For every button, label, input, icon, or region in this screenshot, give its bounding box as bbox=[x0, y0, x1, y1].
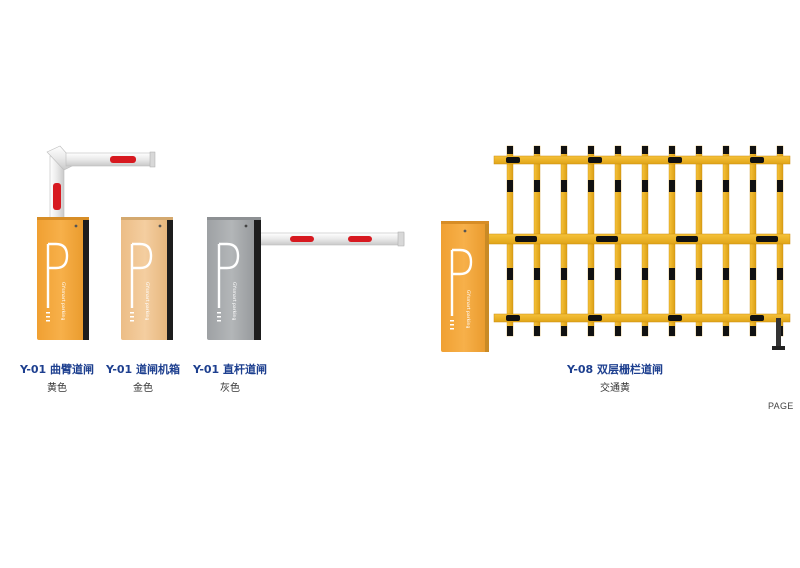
fence-stripe bbox=[615, 326, 621, 336]
fence-stripe bbox=[642, 268, 648, 280]
fence-stripe bbox=[723, 326, 729, 336]
parking-logo-icon bbox=[130, 242, 153, 322]
product-title: Y-01 直杆道闸 bbox=[192, 363, 268, 376]
product-caption: Y-01 道闸机箱 金色 bbox=[98, 361, 188, 394]
fence-stripe bbox=[750, 180, 756, 192]
fence-stripe bbox=[615, 180, 621, 192]
fence-stripe bbox=[561, 268, 567, 280]
fence-stripe bbox=[642, 146, 648, 154]
fence-stripe bbox=[588, 326, 594, 336]
fence-stripe bbox=[777, 146, 783, 154]
fence-stripe bbox=[696, 146, 702, 154]
fence-stripe bbox=[756, 236, 778, 242]
fence-stripe bbox=[750, 157, 764, 163]
fence-stripe bbox=[588, 268, 594, 280]
product-subtitle: 交通黄 bbox=[600, 383, 630, 394]
product-caption: Y-01 直杆道闸 灰色 bbox=[185, 361, 275, 394]
fence-stripe bbox=[534, 326, 540, 336]
product-title: Y-01 道闸机箱 bbox=[105, 363, 181, 376]
barrier-cabinet: GYsmart parking bbox=[121, 217, 173, 340]
fence-stripe bbox=[642, 326, 648, 336]
fence-stripe bbox=[723, 146, 729, 154]
brand-text: GYsmart parking bbox=[465, 290, 471, 328]
fence-stripe bbox=[750, 315, 764, 321]
fence-stripe bbox=[777, 268, 783, 280]
fence-stripe bbox=[561, 326, 567, 336]
fence-stripe bbox=[515, 236, 537, 242]
parking-logo-icon bbox=[217, 242, 240, 322]
fence-stripe bbox=[615, 146, 621, 154]
fence-stripe bbox=[696, 180, 702, 192]
fence-stripe bbox=[507, 146, 513, 154]
brand-text: GYsmart parking bbox=[144, 282, 150, 320]
product-subtitle: 灰色 bbox=[220, 383, 240, 394]
product-caption: Y-01 曲臂道闸 黄色 bbox=[12, 361, 102, 394]
product-caption: Y-08 双层栅栏道闸 交通黄 bbox=[555, 361, 675, 394]
product-title: Y-01 曲臂道闸 bbox=[19, 363, 95, 376]
fence-stripe bbox=[507, 268, 513, 280]
fence-stripe bbox=[507, 180, 513, 192]
straight-arm-barrier: GYsmart parking bbox=[207, 217, 405, 340]
product-subtitle: 黄色 bbox=[47, 383, 67, 394]
fence-stripe bbox=[642, 180, 648, 192]
fence-stripe bbox=[561, 180, 567, 192]
fence-stripe bbox=[534, 146, 540, 154]
fence-stripe bbox=[668, 315, 682, 321]
fence-stripes bbox=[506, 146, 783, 336]
parking-logo-icon bbox=[46, 242, 69, 322]
brand-text: GYsmart parking bbox=[231, 282, 237, 320]
parking-logo-icon bbox=[450, 248, 473, 330]
fence-stripe bbox=[676, 236, 698, 242]
product-title: Y-08 双层栅栏道闸 bbox=[566, 363, 664, 376]
brand-text: GYsmart parking bbox=[60, 282, 66, 320]
fence-stripe bbox=[777, 180, 783, 192]
fence-stripe bbox=[588, 315, 602, 321]
fence-stripe bbox=[615, 268, 621, 280]
fence-stripe bbox=[534, 180, 540, 192]
fence-stripe bbox=[669, 268, 675, 280]
fence-stripe bbox=[588, 157, 602, 163]
fence-stripe bbox=[506, 315, 520, 321]
fence-stripe bbox=[561, 146, 567, 154]
page-label: PAGE bbox=[768, 401, 794, 411]
product-subtitle: 金色 bbox=[133, 383, 153, 394]
fence-stripe bbox=[669, 146, 675, 154]
fence-stripe bbox=[668, 157, 682, 163]
fence-stripe bbox=[669, 326, 675, 336]
fence-stripe bbox=[750, 268, 756, 280]
fence-stripe bbox=[723, 268, 729, 280]
fence-stripe bbox=[588, 146, 594, 154]
fence-stripe bbox=[750, 146, 756, 154]
fence-stripe bbox=[696, 326, 702, 336]
fence-stripe bbox=[596, 236, 618, 242]
fence-stripe bbox=[534, 268, 540, 280]
fence-stripe bbox=[507, 326, 513, 336]
fence-stripe bbox=[506, 157, 520, 163]
folding-arm-barrier: GYsmart parking bbox=[37, 145, 156, 340]
fence-stripe bbox=[750, 326, 756, 336]
fence-stripe bbox=[696, 268, 702, 280]
fence-stripe bbox=[588, 180, 594, 192]
fence-stripe bbox=[723, 180, 729, 192]
fence-barrier: GYsmart parking bbox=[441, 145, 791, 352]
fence-stripe bbox=[669, 180, 675, 192]
